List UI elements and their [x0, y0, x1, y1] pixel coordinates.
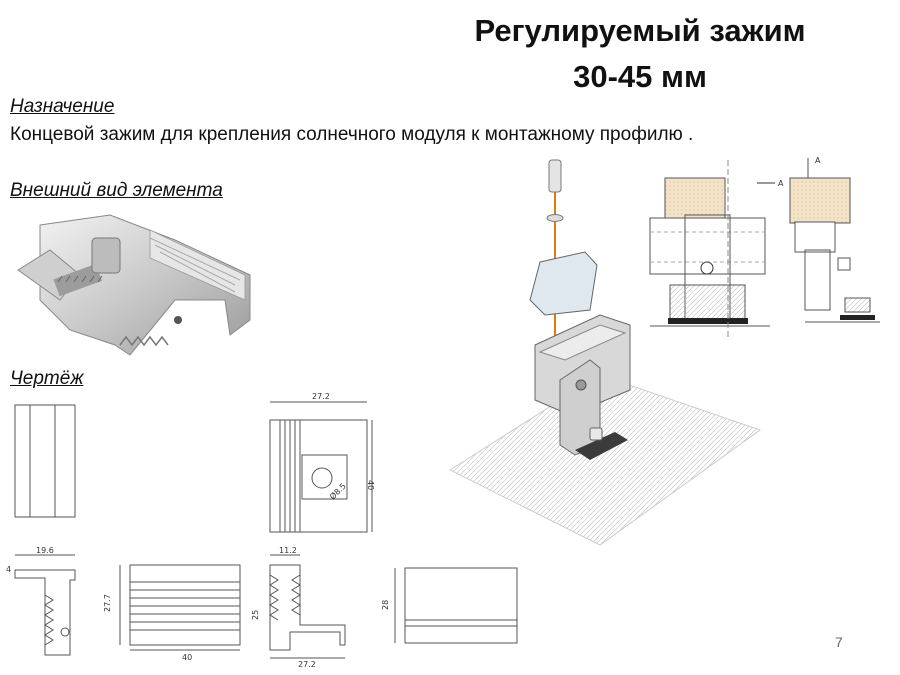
page-number: 7 [835, 634, 843, 650]
title-line-1: Регулируемый зажим [474, 13, 806, 48]
purpose-heading: Назначение [10, 96, 115, 117]
section-drawing-right: A [789, 156, 880, 323]
dim-front-width: 40 [182, 653, 192, 662]
callout-a-label-2: A [815, 156, 821, 165]
drawing-plan-view [269, 401, 373, 533]
slide-title: Регулируемый зажим 30-45 мм [420, 8, 860, 100]
appearance-heading: Внешний вид элемента [10, 180, 223, 201]
drawing-side-view [269, 554, 346, 659]
drawing-profile-small [14, 554, 76, 656]
drawing-heading: Чертёж [10, 368, 84, 389]
section-drawing-left: A [649, 160, 784, 340]
clamp-photo [17, 214, 251, 356]
purpose-text: Концевой зажим для крепления солнечного … [10, 124, 694, 145]
title-line-2: 30-45 мм [573, 59, 707, 94]
drawing-front-view [119, 564, 241, 651]
callout-a-label-1: A [778, 179, 784, 188]
dim-front-height: 27.7 [103, 594, 112, 612]
dim-top-width: 27.2 [312, 392, 330, 401]
dim-side2-base: 27.2 [298, 660, 316, 669]
drawing-rear-view [394, 567, 518, 644]
drawing-top-view [14, 404, 76, 518]
dim-side2-inner: 25 [251, 610, 260, 620]
dim-side2-width: 11.2 [279, 546, 297, 555]
dim-small-width: 19.6 [36, 546, 54, 555]
dim-small-t: 4 [6, 565, 11, 574]
assembly-3d [448, 159, 762, 546]
dim-side-height: 40 [366, 480, 375, 490]
dim-rect-height: 28 [381, 600, 390, 610]
